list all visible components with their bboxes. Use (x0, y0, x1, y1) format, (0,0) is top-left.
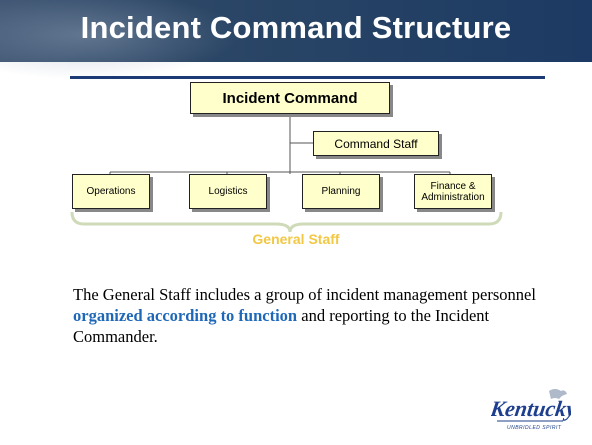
command-staff-box: Command Staff (313, 131, 439, 156)
description-text-start: The General Staff includes a group of in… (73, 285, 536, 304)
general-staff-brace (70, 211, 503, 233)
general-staff-label: General Staff (252, 231, 340, 247)
planning-box: Planning (302, 174, 380, 209)
slide-title: Incident Command Structure (80, 10, 512, 45)
operations-box: Operations (72, 174, 150, 209)
incident-command-box: Incident Command (190, 82, 390, 114)
title-underline (70, 76, 545, 79)
title-bar: Incident Command Structure (0, 0, 592, 80)
description-highlight: organized according to function (73, 306, 298, 325)
svg-text:Kentucky: Kentucky (491, 396, 571, 421)
svg-text:UNBRIDLED SPIRIT: UNBRIDLED SPIRIT (507, 425, 562, 431)
kentucky-logo: Kentucky UNBRIDLED SPIRIT (491, 389, 571, 431)
logistics-box: Logistics (189, 174, 267, 209)
description-text-end: and reporting to the Incident Commander. (73, 306, 490, 346)
description-paragraph: The General Staff includes a group of in… (73, 284, 563, 347)
finance-administration-box: Finance & Administration (414, 174, 492, 209)
